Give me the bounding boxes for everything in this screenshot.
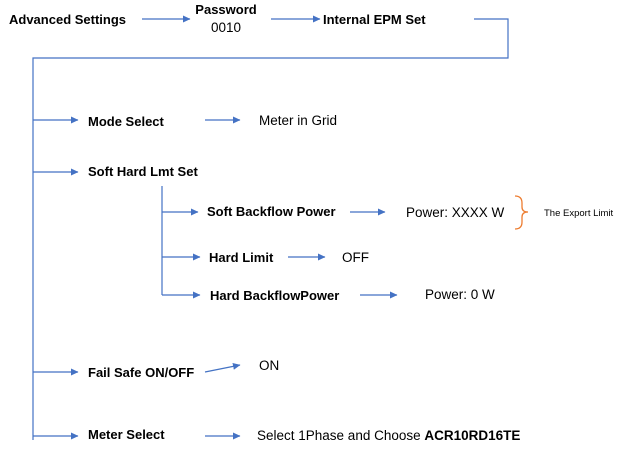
hard-limit-label: Hard Limit bbox=[209, 250, 274, 265]
password-label: Password bbox=[195, 2, 257, 17]
meter-select-value: Select 1Phase and Choose ACR10RD16TE bbox=[257, 429, 520, 443]
fail-safe-label: Fail Safe ON/OFF bbox=[88, 365, 195, 380]
arrow-fail-safe-value bbox=[204, 362, 241, 373]
mode-select-label: Mode Select bbox=[88, 114, 164, 129]
soft-hard-lmt-set-label: Soft Hard Lmt Set bbox=[88, 164, 198, 179]
meter-model: ACR10RD16TE bbox=[424, 428, 521, 443]
advanced-settings-label: Advanced Settings bbox=[9, 12, 127, 27]
mode-select-value: Meter in Grid bbox=[259, 113, 338, 128]
meter-select-label: Meter Select bbox=[88, 427, 165, 442]
hard-backflow-power-label: Hard BackflowPower bbox=[210, 288, 340, 303]
soft-backflow-power-value: Power: XXXX W bbox=[406, 205, 505, 220]
fail-safe-value: ON bbox=[259, 358, 280, 373]
hard-limit-value: OFF bbox=[342, 250, 369, 265]
internal-epm-set-label: Internal EPM Set bbox=[323, 12, 426, 27]
export-limit-note: The Export Limit bbox=[544, 208, 614, 219]
hard-backflow-power-value: Power: 0 W bbox=[425, 287, 495, 302]
soft-backflow-power-label: Soft Backflow Power bbox=[207, 204, 336, 219]
password-value: 0010 bbox=[210, 20, 242, 35]
export-limit-brace bbox=[514, 195, 529, 230]
loop-connector bbox=[32, 18, 509, 440]
meter-select-value-prefix: Select 1Phase and Choose bbox=[257, 428, 425, 443]
